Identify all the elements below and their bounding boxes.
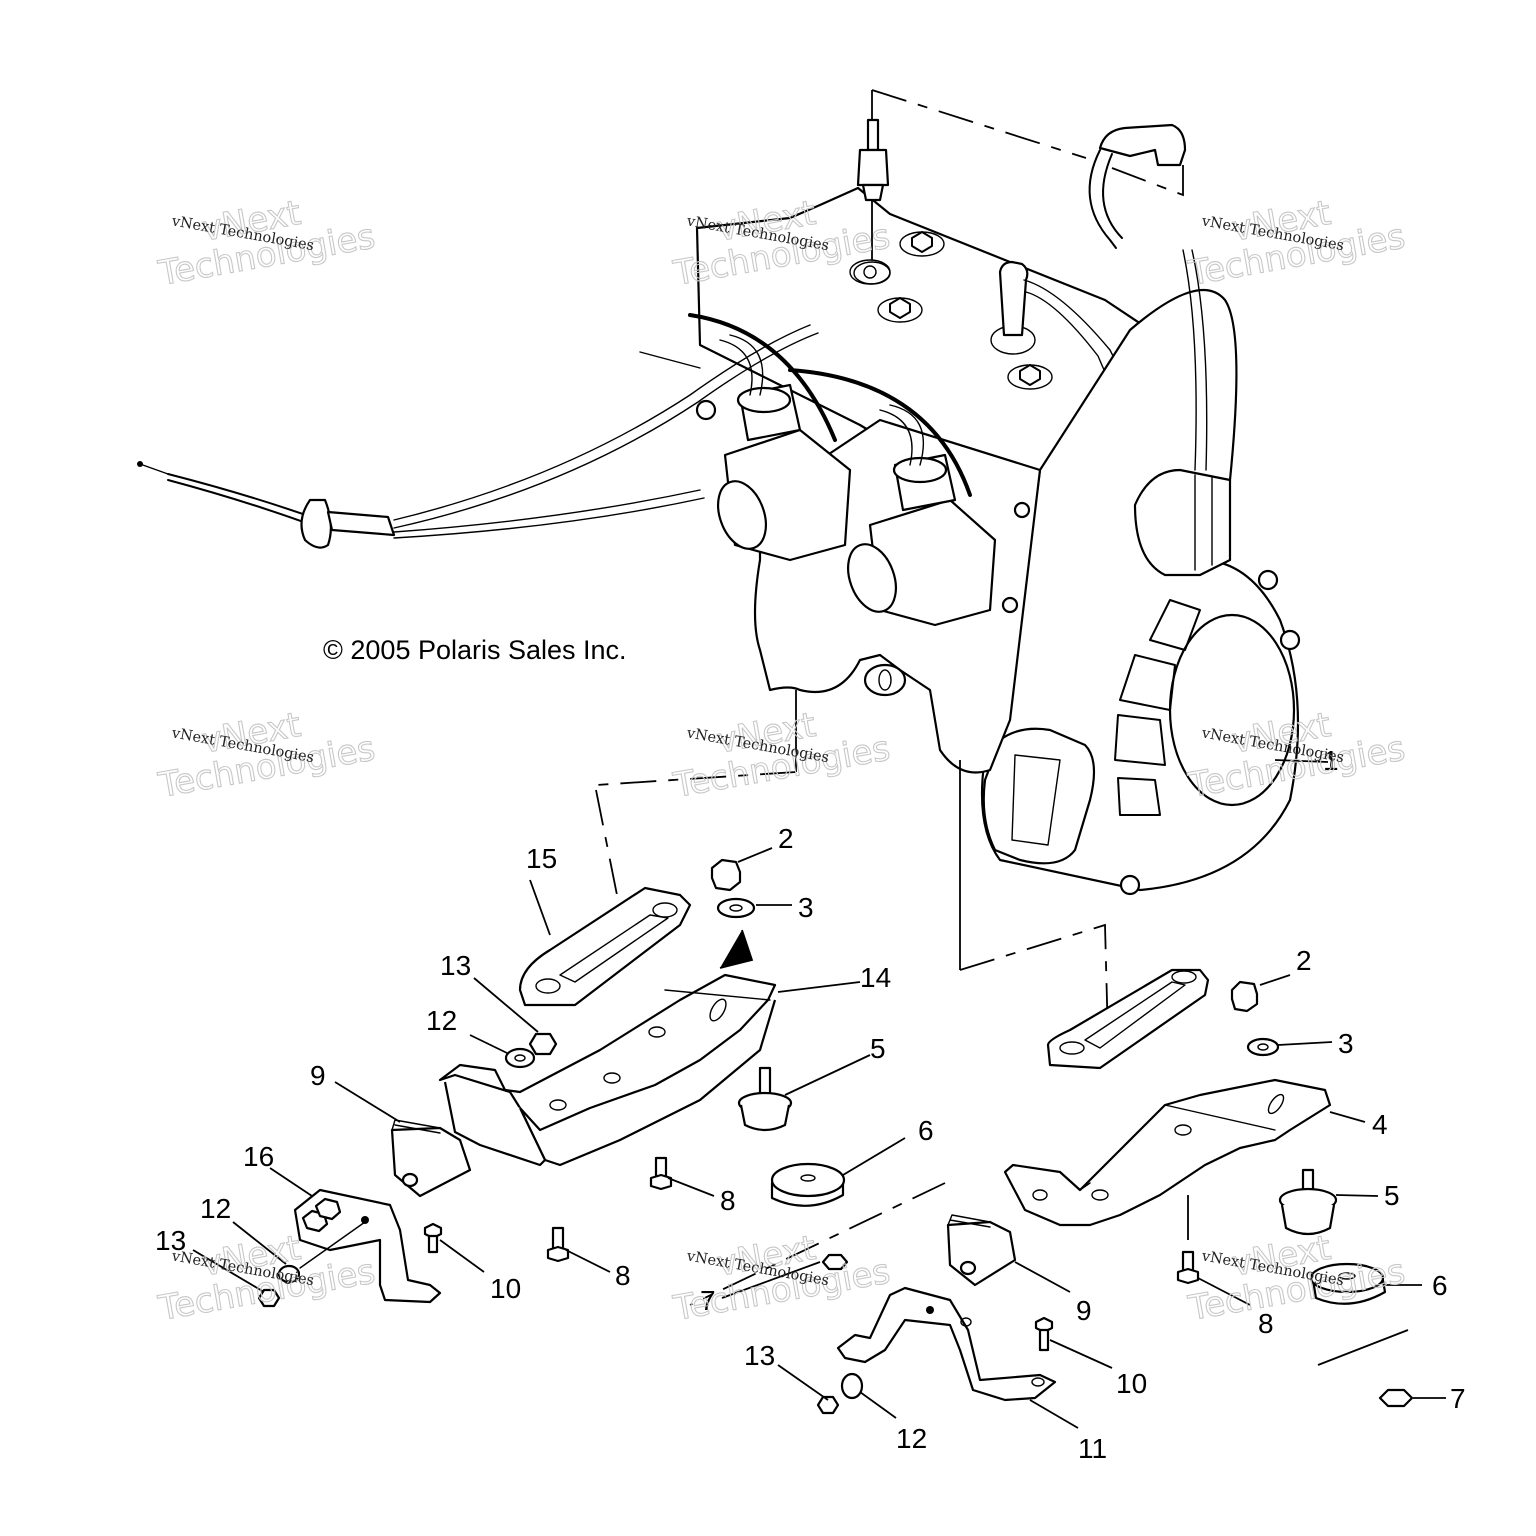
callout-12: 12 <box>200 1193 231 1224</box>
callout-16: 16 <box>243 1141 274 1172</box>
watermark: vNext Technologies vNext Technologies <box>669 1227 893 1329</box>
bolt-10-left <box>423 1222 443 1254</box>
callout-9: 9 <box>1076 1295 1092 1326</box>
nut-13-left <box>528 1032 558 1056</box>
rubber-mount-5-left <box>737 1066 793 1132</box>
copyright-notice: © 2005 Polaris Sales Inc. <box>323 635 627 665</box>
bolt-10-right <box>1034 1316 1054 1352</box>
engine-mount-plate-right <box>1046 968 1210 1070</box>
callout-6: 6 <box>918 1115 934 1146</box>
callout-14: 14 <box>860 962 891 993</box>
bolt-8-left-upper <box>649 1156 673 1191</box>
callout-2: 2 <box>778 823 794 854</box>
callout-11: 11 <box>1078 1433 1107 1464</box>
bolt-8-left-lower <box>546 1226 570 1263</box>
cooling-fins <box>1114 599 1201 816</box>
callout-13: 13 <box>744 1340 775 1371</box>
spark-plug-guide-line <box>871 89 1184 197</box>
callout-8: 8 <box>615 1260 631 1291</box>
watermark: vNext Technologies vNext Technologies <box>154 192 378 294</box>
leader-lines <box>192 759 1446 1429</box>
callout-6: 6 <box>1432 1270 1448 1301</box>
spacer-6-right <box>1309 1262 1387 1305</box>
nut-13-lower-left <box>257 1288 281 1308</box>
callout-3: 3 <box>798 892 814 923</box>
callout-10: 10 <box>1116 1368 1147 1399</box>
callout-7: 7 <box>1450 1383 1466 1414</box>
carburetor-left <box>717 383 852 562</box>
callout-12: 12 <box>896 1423 927 1454</box>
mount-bracket-4 <box>1003 1078 1332 1227</box>
fuel-line-1 <box>688 313 837 442</box>
nut-7-center <box>821 1253 849 1271</box>
spark-plug-wire <box>1088 123 1187 249</box>
fuel-line-2 <box>788 368 972 497</box>
nut-2-right <box>1230 980 1259 1013</box>
callout-13: 13 <box>440 950 471 981</box>
callout-4: 4 <box>1372 1109 1388 1140</box>
spark-plug <box>853 90 891 285</box>
callout-2: 2 <box>1296 945 1312 976</box>
callout-7: 7 <box>700 1285 716 1316</box>
ignition-coil <box>1133 468 1232 577</box>
spacer-6-left <box>770 1162 846 1207</box>
washer-12-lower-left <box>277 1264 301 1284</box>
engine-assembly <box>688 186 1301 896</box>
callout-10: 10 <box>490 1273 521 1304</box>
washer-3-left <box>716 897 756 919</box>
callout-labels: 1 2 2 3 3 4 5 5 6 6 7 7 8 8 8 9 9 10 10 … <box>155 745 1466 1464</box>
callout-8: 8 <box>720 1185 736 1216</box>
rubber-block-9-left <box>390 1126 472 1198</box>
spark-plug-cap <box>998 260 1029 337</box>
washer-3-right <box>1246 1037 1280 1057</box>
callout-5: 5 <box>1384 1180 1400 1211</box>
callout-9: 9 <box>310 1060 326 1091</box>
engine-mount-plate-left <box>518 886 692 1007</box>
watermark: vNext Technologies vNext Technologies <box>154 704 378 806</box>
rubber-block-9-right <box>946 1220 1017 1287</box>
cable-junction-sleeve <box>326 510 396 537</box>
watermark: vNext Technologies vNext Technologies <box>669 704 893 806</box>
carburetor-right <box>847 453 997 627</box>
callout-15: 15 <box>526 843 557 874</box>
bolt-8-right <box>1176 1250 1200 1285</box>
alignment-lines <box>595 690 1409 1366</box>
bracket-11 <box>836 1286 1057 1402</box>
callout-1: 1 <box>1323 745 1339 776</box>
nut-7-right <box>1378 1388 1414 1408</box>
left-mount-set <box>257 858 846 1308</box>
callout-3: 3 <box>1338 1028 1354 1059</box>
washer-12-right <box>840 1372 864 1400</box>
callout-12: 12 <box>426 1005 457 1036</box>
callout-13: 13 <box>155 1225 186 1256</box>
rubber-mount-5-right <box>1278 1168 1338 1236</box>
throttle-cable <box>137 324 819 549</box>
washer-12-left <box>504 1047 536 1069</box>
starter-handle-housing <box>982 727 1096 865</box>
callout-8: 8 <box>1258 1308 1274 1339</box>
callout-5: 5 <box>870 1033 886 1064</box>
cable-clamp <box>300 498 332 549</box>
right-mount-set <box>816 968 1414 1415</box>
watermark: vNext Technologies vNext Technologies <box>1184 192 1408 294</box>
nut-2-left <box>710 858 742 892</box>
exhaust-flange <box>863 663 907 697</box>
